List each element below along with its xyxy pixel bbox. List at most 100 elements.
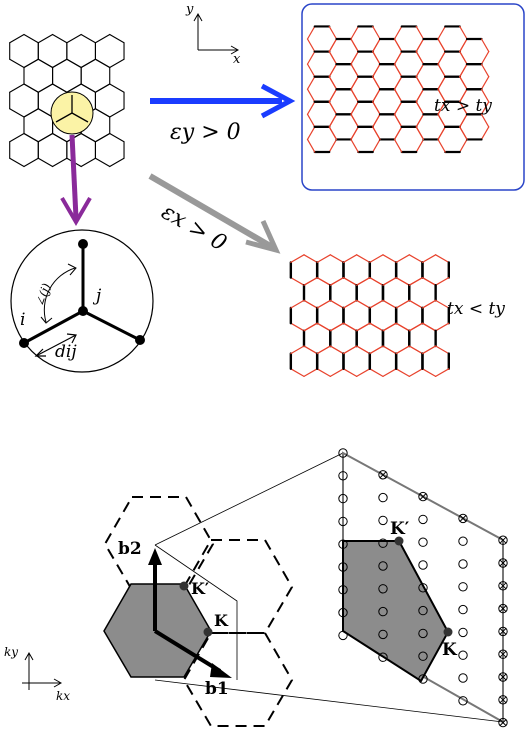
- lattice-bond: [23, 33, 39, 44]
- lattice-bond: [408, 254, 424, 263]
- lattice-bond: [356, 368, 371, 377]
- lattice-bond: [435, 345, 450, 355]
- lattice-bond: [109, 108, 125, 118]
- lattice-bond: [480, 76, 490, 90]
- lattice-bond: [9, 157, 25, 168]
- b2-label: b2: [118, 539, 142, 559]
- lattice-bond: [303, 368, 318, 377]
- k-point: [418, 537, 428, 547]
- lattice-bond: [421, 345, 437, 355]
- bz-zoom-lines: [154, 452, 504, 723]
- k-point: [338, 471, 348, 481]
- lattice-bond: [329, 254, 345, 263]
- lattice-bond: [109, 33, 125, 44]
- lattice-bond: [480, 126, 490, 141]
- k-point: [338, 630, 348, 641]
- lattice-bond: [303, 277, 318, 286]
- lattice-bond: [435, 322, 450, 332]
- lattice-bond: [435, 299, 450, 309]
- lattice-bond: [459, 126, 468, 141]
- ky-label: ky: [4, 645, 18, 659]
- lattice-bond: [328, 138, 338, 153]
- lattice-bond: [94, 83, 111, 93]
- lattice-bond: [395, 299, 410, 309]
- lattice-bond: [52, 157, 68, 168]
- zoom-Kprime-point: [394, 536, 404, 546]
- lattice-bond: [395, 322, 410, 332]
- lattice-bond: [480, 113, 490, 128]
- lattice-bond: [382, 277, 397, 286]
- lattice-bond: [109, 132, 125, 143]
- lattice-bond: [393, 101, 403, 115]
- lattice-bond: [306, 88, 316, 103]
- lattice-bond: [303, 345, 318, 355]
- lattice-bond: [372, 126, 381, 141]
- lattice-bond: [306, 126, 316, 141]
- lattice-bond: [290, 368, 305, 377]
- boundary-k-point: [498, 695, 508, 705]
- lattice-bond: [435, 368, 450, 377]
- lattice-bond: [393, 113, 403, 128]
- lattice-bond: [421, 368, 437, 377]
- lattice-bond: [316, 277, 331, 286]
- lattice-bond: [306, 25, 316, 40]
- k-point-cross: [499, 605, 507, 613]
- lattice-bond: [306, 138, 316, 153]
- lattice-bond: [52, 58, 68, 69]
- lattice-bond: [437, 76, 446, 90]
- lattice-bond: [382, 299, 397, 309]
- k-point: [338, 562, 348, 572]
- k-point: [338, 448, 348, 458]
- lattice-bond: [395, 368, 410, 377]
- zoom-Kprime-label: K′: [390, 519, 410, 539]
- lattice-bond: [342, 368, 358, 377]
- lattice-bond: [372, 88, 381, 103]
- k-point: [378, 652, 388, 662]
- lattice-bond: [37, 108, 54, 118]
- lattice-bond: [23, 132, 39, 143]
- lattice-bond: [329, 322, 345, 332]
- lattice-bond: [342, 299, 358, 309]
- lattice-bond: [37, 132, 54, 143]
- lattice-bond: [372, 138, 381, 153]
- boundary-k-point: [378, 470, 388, 480]
- lattice-bond: [350, 113, 359, 128]
- lattice-bond: [369, 322, 384, 332]
- lattice-bond: [480, 88, 490, 103]
- K-label: K: [214, 611, 229, 630]
- lattice-bond: [459, 63, 468, 78]
- lattice-bond: [328, 76, 338, 90]
- lattice-bond: [369, 368, 384, 377]
- k-point: [418, 605, 428, 616]
- lattice-bond: [52, 33, 68, 44]
- lattice-bond: [437, 63, 446, 78]
- lattice-bond: [350, 138, 359, 153]
- lattice-bond: [80, 33, 96, 44]
- k-point: [418, 628, 428, 639]
- k-point: [458, 582, 468, 592]
- lattice-bond: [328, 50, 338, 65]
- lattice-bond: [437, 113, 446, 128]
- lattice-bond: [356, 277, 371, 286]
- kx-label: kx: [56, 689, 70, 703]
- k-point: [458, 536, 468, 546]
- lattice-bond: [94, 132, 111, 143]
- lattice-bond: [435, 277, 450, 286]
- k-point-cross: [499, 719, 507, 727]
- boundary-k-point: [498, 649, 508, 659]
- lattice-bond: [306, 76, 316, 90]
- lattice-bond: [408, 277, 424, 286]
- lattice-bond: [290, 299, 305, 309]
- lattice-bond: [23, 157, 39, 168]
- lattice-bond: [395, 345, 410, 355]
- k-point-cross: [459, 514, 467, 522]
- lattice-bond: [415, 113, 425, 128]
- lattice-bond: [80, 132, 96, 143]
- lattice-bond: [408, 322, 424, 332]
- lattice-bond: [350, 101, 359, 115]
- bond-zoom: [10, 229, 154, 373]
- lattice-bond: [437, 138, 446, 153]
- lattice-bond: [408, 299, 424, 309]
- lattice-bond: [290, 254, 305, 263]
